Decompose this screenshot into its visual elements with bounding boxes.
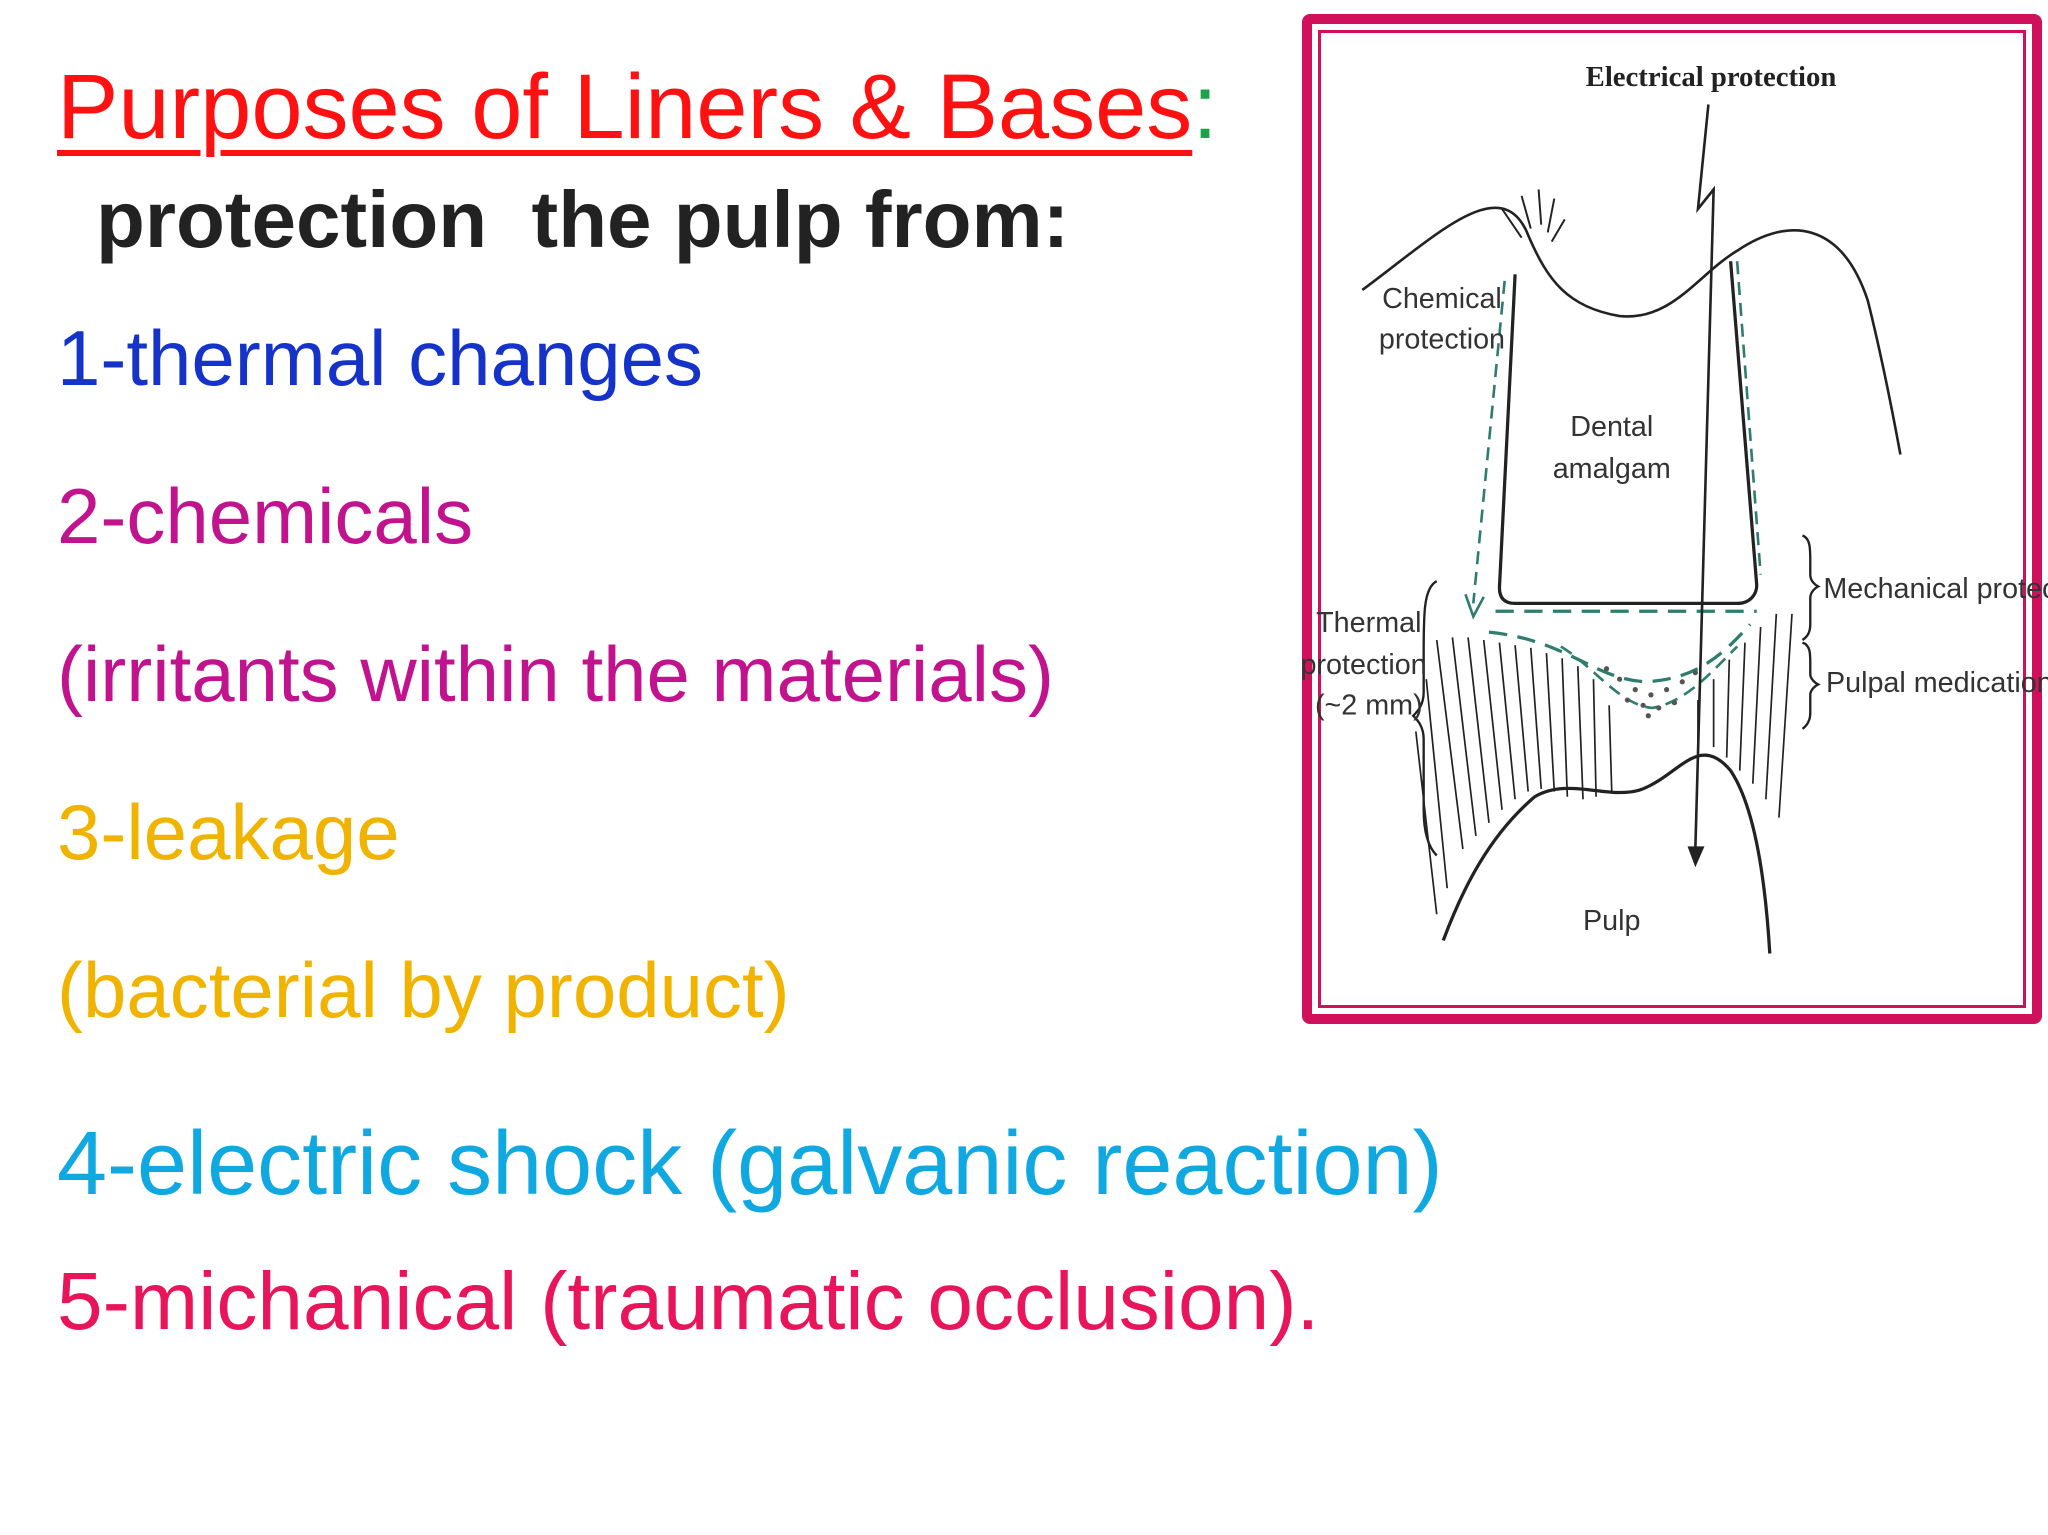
tooth-diagram-inner-border: [1318, 30, 2026, 1008]
title-colon: :: [1192, 56, 1218, 158]
item-chemicals-note: (irritants within the materials): [57, 630, 1054, 718]
item-leakage: 3-leakage: [57, 788, 400, 876]
item-mechanical: 5-michanical (traumatic occlusion).: [57, 1256, 1320, 1347]
slide-title: Purposes of Liners & Bases:: [57, 52, 1218, 162]
subtitle: protection the pulp from:: [96, 175, 1070, 264]
item-electric-shock: 4-electric shock (galvanic reaction): [57, 1114, 1443, 1214]
title-text: Purposes of Liners & Bases: [57, 56, 1193, 158]
item-leakage-note: (bacterial by product): [57, 946, 790, 1034]
item-thermal-changes: 1-thermal changes: [57, 314, 704, 402]
item-chemicals: 2-chemicals: [57, 472, 474, 560]
tooth-diagram-frame: [1302, 14, 2042, 1024]
